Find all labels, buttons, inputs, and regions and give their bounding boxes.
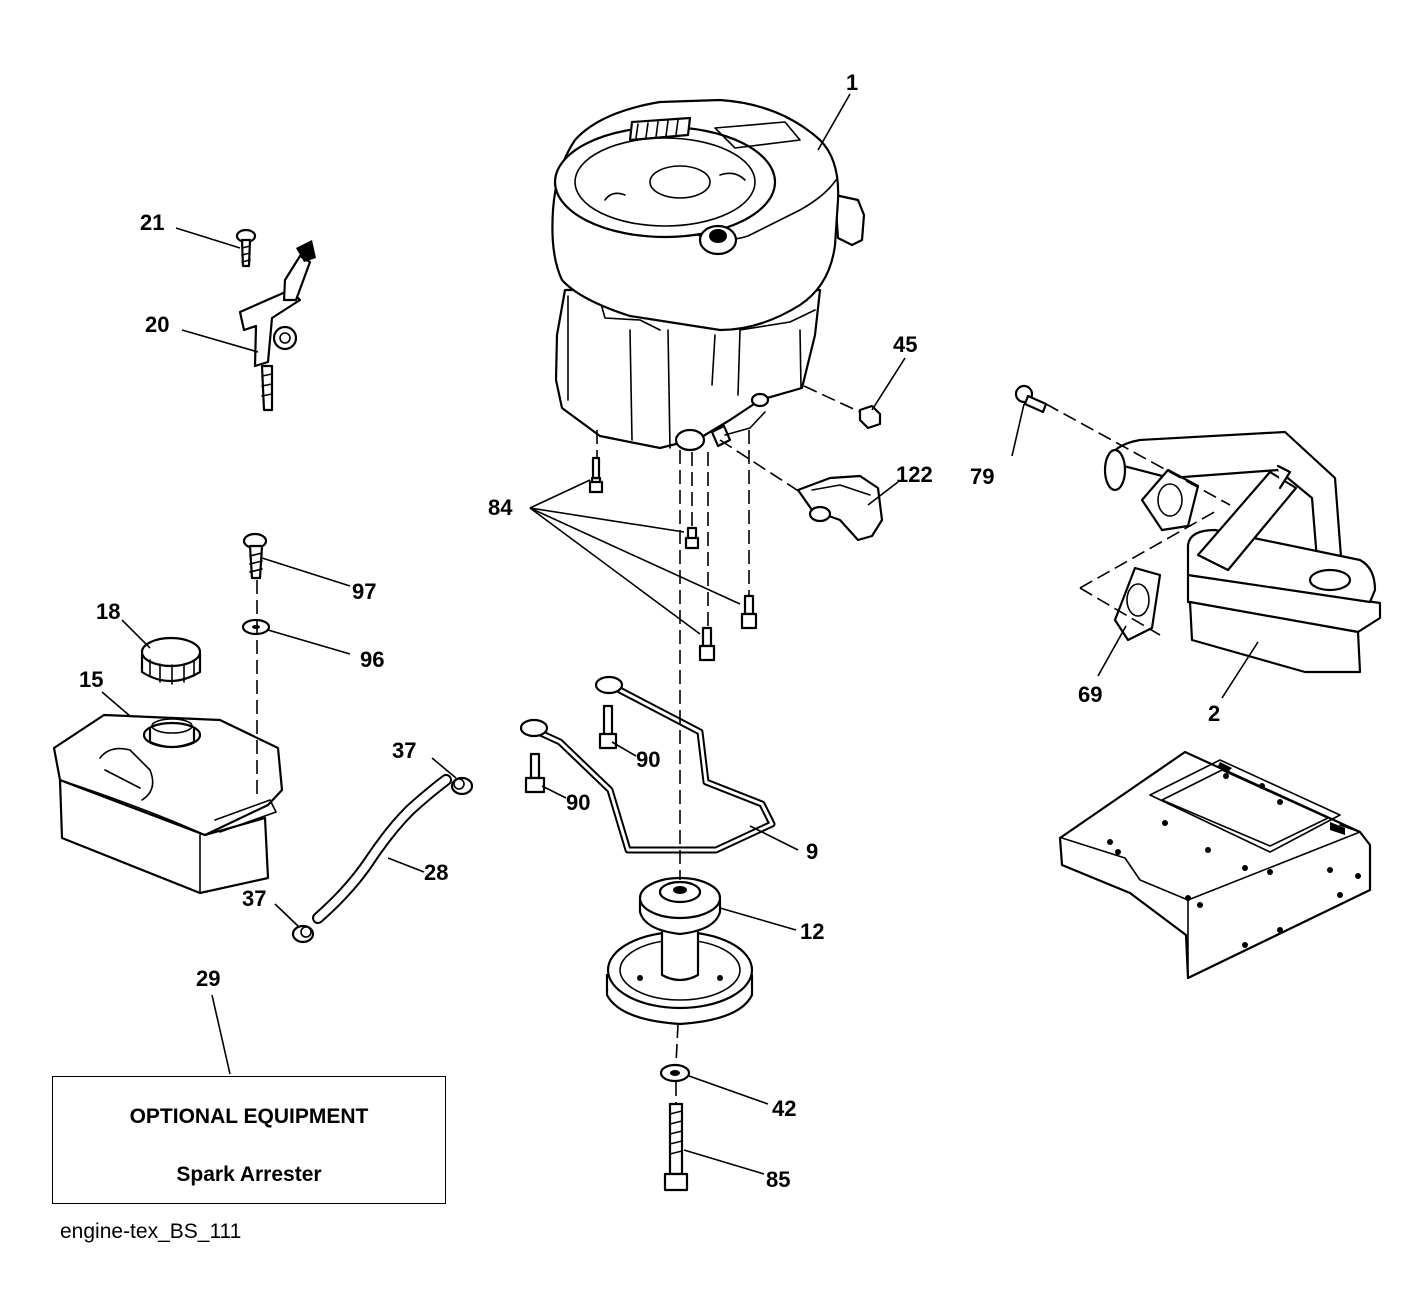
callout-85: 85 xyxy=(766,1167,790,1192)
optional-equipment-item: Spark Arrester xyxy=(176,1163,322,1186)
callout-42: 42 xyxy=(772,1096,796,1121)
callout-79: 79 xyxy=(970,464,994,489)
fuel-tank-part xyxy=(52,713,284,895)
fuel-cap-part xyxy=(140,636,202,685)
leader-lines xyxy=(101,93,1259,1175)
pulley-part xyxy=(605,876,754,1026)
muffler-part xyxy=(1014,384,1382,674)
callout-2: 2 xyxy=(1208,701,1220,726)
callout-28: 28 xyxy=(424,860,448,885)
callout-37-bottom: 37 xyxy=(242,886,266,911)
callout-84: 84 xyxy=(488,495,513,520)
callout-12: 12 xyxy=(800,919,824,944)
callout-37-top: 37 xyxy=(392,738,416,763)
callout-9: 9 xyxy=(806,839,818,864)
callout-1: 1 xyxy=(846,70,858,95)
callout-21: 21 xyxy=(140,210,164,235)
callout-15: 15 xyxy=(79,667,103,692)
callout-69: 69 xyxy=(1078,682,1102,707)
callout-45: 45 xyxy=(893,332,917,357)
callout-29: 29 xyxy=(196,966,220,991)
engine-part xyxy=(551,98,866,452)
callout-90-top: 90 xyxy=(636,747,660,772)
callout-97: 97 xyxy=(352,579,376,604)
callout-96: 96 xyxy=(360,647,384,672)
pulley-bolt-part xyxy=(659,1063,691,1192)
heat-shield-part xyxy=(796,404,884,542)
engine-bolts-part xyxy=(588,456,758,662)
callout-90-bottom: 90 xyxy=(566,790,590,815)
fuel-line-part xyxy=(291,774,474,944)
frame-plate-part xyxy=(1058,750,1372,980)
callout-labels: 1 21 20 45 79 122 84 97 18 96 15 69 2 37… xyxy=(79,70,1220,1192)
belt-guide-part xyxy=(519,675,776,854)
callout-122: 122 xyxy=(896,462,933,487)
callout-20: 20 xyxy=(145,312,169,337)
optional-equipment-box: OPTIONAL EQUIPMENT Spark Arrester xyxy=(52,1076,446,1204)
assembly-lines xyxy=(256,385,1231,1104)
optional-equipment-title: OPTIONAL EQUIPMENT xyxy=(129,1105,369,1128)
tank-screw-part xyxy=(241,532,271,636)
callout-18: 18 xyxy=(96,599,120,624)
throttle-control-part xyxy=(235,228,316,412)
diagram-reference-code: engine-tex_BS_111 xyxy=(60,1220,242,1243)
